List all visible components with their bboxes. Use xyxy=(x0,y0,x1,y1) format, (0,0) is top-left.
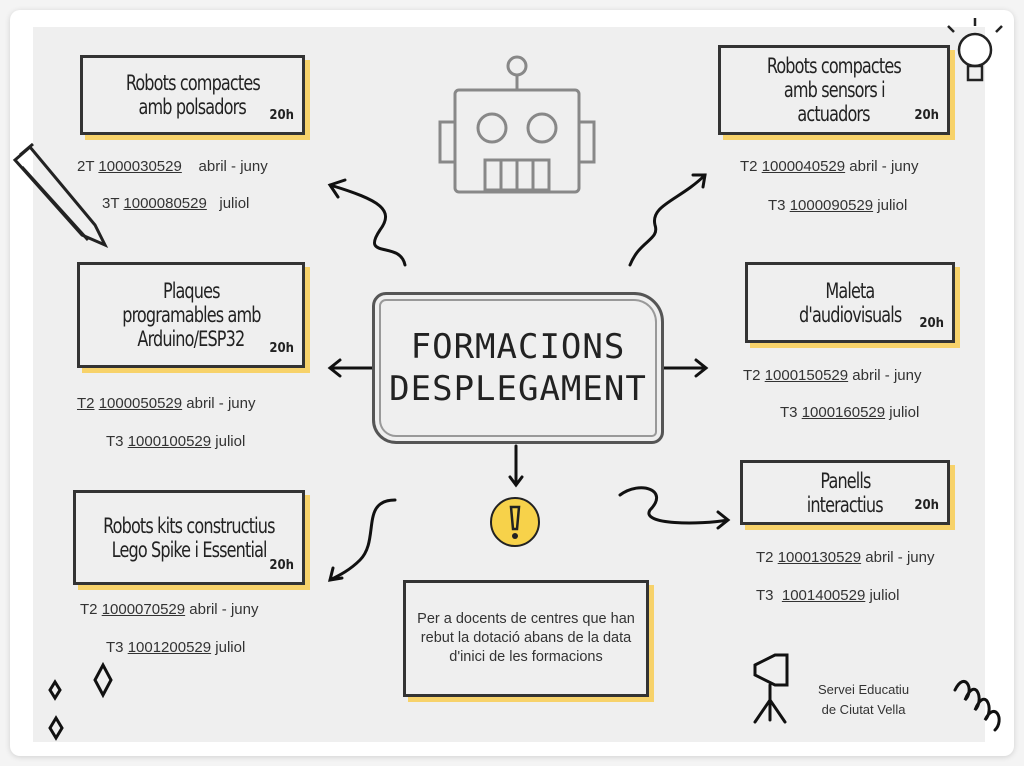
course-code-link[interactable]: 1000080529 xyxy=(123,195,207,212)
session-line: T3 1000090529 juliol xyxy=(768,197,908,214)
session-line: T3 1001400529 juliol xyxy=(756,587,900,604)
course-code-link[interactable]: 1000040529 xyxy=(761,158,846,175)
course-box-robots-sensors: Robots compactes amb sensors i actuadors… xyxy=(718,45,950,135)
course-title: interactius xyxy=(806,492,884,517)
course-box-arduino: Plaques programables amb Arduino/ESP32 2… xyxy=(77,262,305,368)
course-box-audiovisuals: Maleta d'audiovisuals 20h xyxy=(745,262,955,343)
session-line: T3 1000100529 juliol xyxy=(106,433,246,450)
course-title: actuadors xyxy=(797,102,871,126)
course-title: Arduino/ESP32 xyxy=(137,327,246,351)
course-title: programables amb xyxy=(121,303,261,327)
title-line-1: FORMACIONS xyxy=(410,327,626,367)
lightbulb-icon xyxy=(942,18,1003,82)
course-hours: 20h xyxy=(919,316,944,331)
course-title: Robots compactes xyxy=(766,54,902,78)
course-title: Maleta xyxy=(825,278,875,303)
course-hours: 20h xyxy=(269,108,294,123)
note-box: Per a docents de centres que han rebut l… xyxy=(403,580,649,697)
course-code-link[interactable]: 1000100529 xyxy=(127,433,212,450)
course-code-link[interactable]: 1000160529 xyxy=(801,404,886,421)
session-line: T2 1000050529 abril - juny xyxy=(77,395,256,412)
session-line: T2 1000150529 abril - juny xyxy=(743,367,922,384)
course-code-link[interactable]: 1000030529 xyxy=(98,158,182,175)
course-title: Plaques xyxy=(162,279,221,303)
signature-line-1: Servei Educatiu xyxy=(818,682,910,697)
session-line: T3 1000160529 juliol xyxy=(780,404,920,421)
course-box-panells: Panells interactius 20h xyxy=(740,460,950,525)
session-line: 2T 1000030529 abril - juny xyxy=(77,158,268,175)
note-text: Per a docents de centres que han rebut l… xyxy=(417,611,635,665)
signature: Servei Educatiu de Ciutat Vella xyxy=(818,680,909,720)
signature-line-2: de Ciutat Vella xyxy=(821,702,906,717)
main-title: FORMACIONS DESPLEGAMENT xyxy=(372,292,664,444)
course-title: amb sensors i xyxy=(783,78,886,102)
session-line: T2 1000070529 abril - juny xyxy=(80,601,259,618)
session-line: 3T 1000080529 juliol xyxy=(102,195,250,212)
session-line: T2 1000040529 abril - juny xyxy=(740,158,919,175)
course-code-link[interactable]: 1000090529 xyxy=(789,197,874,214)
course-title: d'audiovisuals xyxy=(798,302,902,327)
course-title: Robots compactes xyxy=(125,71,260,95)
course-box-robots-polsadors: Robots compactes amb polsadors 20h xyxy=(80,55,305,135)
course-box-lego: Robots kits constructius Lego Spike i Es… xyxy=(73,490,305,585)
title-line-2: DESPLEGAMENT xyxy=(389,369,647,409)
session-line: T3 1001200529 juliol xyxy=(106,639,246,656)
session-line: T2 1000130529 abril - juny xyxy=(756,549,935,566)
course-title: Robots kits constructius xyxy=(103,513,275,538)
course-code-link[interactable]: 1000150529 xyxy=(764,367,849,384)
pencil-icon xyxy=(12,142,109,249)
course-code-link[interactable]: 1001200529 xyxy=(127,639,212,656)
course-code-link[interactable]: 1000130529 xyxy=(777,549,862,566)
course-hours: 20h xyxy=(914,498,939,513)
course-hours: 20h xyxy=(269,558,294,573)
warning-icon xyxy=(490,497,540,547)
course-hours: 20h xyxy=(914,108,939,123)
course-hours: 20h xyxy=(269,341,294,356)
course-code-link[interactable]: 1000070529 xyxy=(101,601,186,618)
course-title: amb polsadors xyxy=(138,95,247,119)
course-title: Lego Spike i Essential xyxy=(111,537,267,562)
course-code-link[interactable]: 1000050529 xyxy=(98,395,183,412)
robot-icon xyxy=(438,55,596,194)
course-code-link[interactable]: 1001400529 xyxy=(781,587,866,604)
course-title: Panells xyxy=(819,468,871,493)
